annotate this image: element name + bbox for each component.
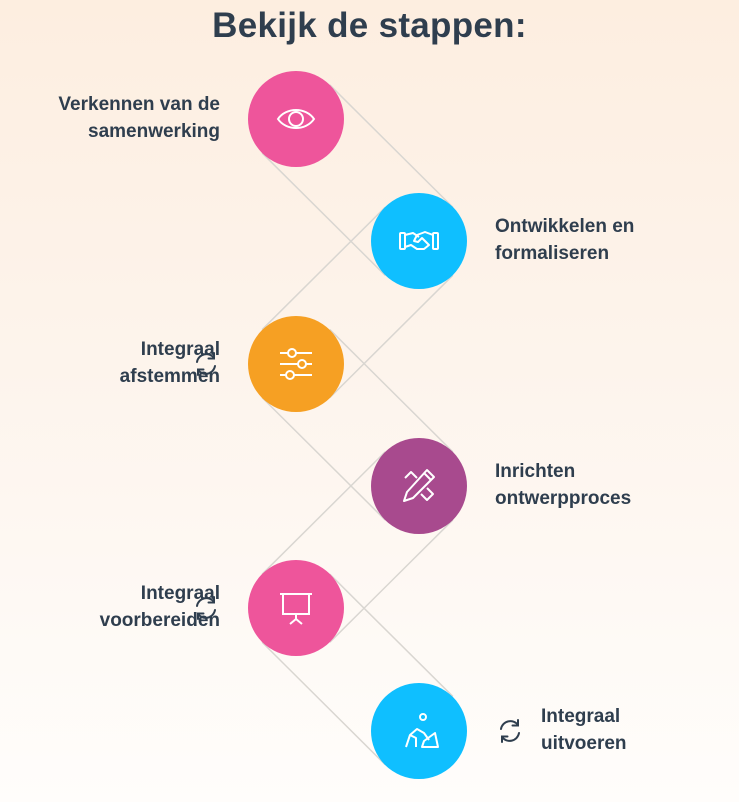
connector-line xyxy=(329,329,454,453)
connector-line xyxy=(261,641,386,766)
step-label-line: Verkennen van de xyxy=(58,94,220,115)
connector-line xyxy=(329,274,454,399)
step-label-line: Integraal xyxy=(541,705,621,727)
worker-digging-icon xyxy=(405,712,439,748)
step-label-line: Inrichten xyxy=(495,460,576,482)
step-label: Integraal uitvoeren xyxy=(541,703,627,757)
step-label-line: afstemmen xyxy=(119,365,220,387)
step-label-line: samenwerking xyxy=(88,121,220,142)
refresh-cycle-icon xyxy=(191,349,221,379)
step-circle xyxy=(371,682,467,779)
connector-line xyxy=(261,451,386,575)
connector-line xyxy=(261,397,386,521)
step-label: Ontwikkelen en formaliseren xyxy=(495,213,634,267)
step-circle xyxy=(248,71,344,167)
step-label-line: uitvoeren xyxy=(541,732,627,754)
step-circle xyxy=(248,560,344,657)
sliders-icon xyxy=(280,347,312,380)
step-label: Inrichten ontwerpproces xyxy=(495,458,631,512)
step-label: Integraal voorbereiden xyxy=(100,580,220,634)
page-title: Bekijk de stappen: xyxy=(212,6,527,45)
connector-line xyxy=(261,206,386,331)
step-label-line: Ontwikkelen en xyxy=(495,216,635,238)
connector-line xyxy=(329,573,454,697)
step-label: Verkennen van de samenwerking xyxy=(58,91,220,145)
design-tools-icon xyxy=(403,468,435,502)
connector-line xyxy=(261,152,386,276)
handshake-icon xyxy=(399,231,439,251)
step-label-line: voorbereiden xyxy=(99,610,220,632)
step-circle xyxy=(371,193,467,290)
step-label-line: Integraal xyxy=(140,338,220,360)
step-circle xyxy=(371,437,467,534)
refresh-cycle-icon xyxy=(191,593,221,623)
step-label-line: formaliseren xyxy=(495,243,610,265)
eye-icon xyxy=(276,109,316,129)
presentation-icon xyxy=(280,593,312,625)
step-circle xyxy=(248,315,344,412)
connector-line xyxy=(329,519,454,643)
step-label-line: Integraal xyxy=(140,583,220,605)
connector-line xyxy=(329,84,454,208)
refresh-cycle-icon xyxy=(495,716,525,746)
step-label-line: ontwerpproces xyxy=(495,487,632,509)
step-label: Integraal afstemmen xyxy=(120,336,220,390)
